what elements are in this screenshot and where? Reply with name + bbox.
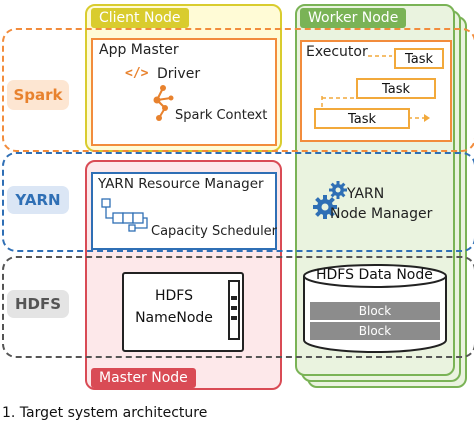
task-box-1: Task: [394, 48, 444, 69]
task-box-3: Task: [314, 108, 410, 129]
hdfs-layer-band: [2, 256, 474, 358]
datanode-title: HDFS Data Node: [316, 267, 433, 283]
yarn-resource-manager-title: YARN Resource Manager: [98, 176, 264, 192]
worker-node-tab: Worker Node: [300, 8, 407, 28]
code-icon: </>: [125, 66, 149, 81]
yarn-layer-band: [2, 152, 474, 252]
task-box-2: Task: [356, 78, 436, 99]
namenode-slot-3: [231, 316, 237, 320]
spark-layer-label: Spark: [7, 80, 69, 110]
datanode-cylinder: [303, 264, 447, 353]
namenode-line1: HDFS: [154, 288, 193, 304]
network-icon: [153, 85, 174, 121]
app-master-title: App Master: [99, 42, 179, 58]
master-node-tab: Master Node: [91, 368, 196, 388]
gears-icon: [313, 181, 347, 219]
namenode-drive-strip: [228, 280, 240, 340]
client-node-tab: Client Node: [91, 8, 189, 28]
driver-label: Driver: [157, 66, 201, 82]
figure-caption: 1. Target system architecture: [2, 405, 208, 421]
hdfs-layer-label: HDFS: [7, 290, 69, 318]
app-master-box: App Master </> Driver Spark Context: [91, 38, 277, 146]
yarn-resource-manager-box: YARN Resource Manager Capacity Scheduler: [91, 172, 277, 250]
spark-layer-band: [2, 28, 474, 152]
queue-icon: [101, 198, 148, 232]
spark-context-label: Spark Context: [175, 108, 268, 123]
namenode-server-box: HDFS NameNode: [122, 272, 244, 352]
namenode-line2: NameNode: [135, 310, 213, 326]
yarn-layer-label: YARN: [7, 186, 69, 214]
namenode-slot-1: [231, 296, 237, 300]
executor-title: Executor: [306, 44, 368, 60]
node-manager-line1: YARN: [347, 186, 385, 202]
namenode-slot-2: [231, 306, 237, 310]
node-manager-line2: Node Manager: [330, 206, 433, 222]
block-1: Block: [358, 304, 392, 318]
block-2: Block: [358, 324, 392, 338]
capacity-scheduler-label: Capacity Scheduler: [151, 224, 278, 239]
